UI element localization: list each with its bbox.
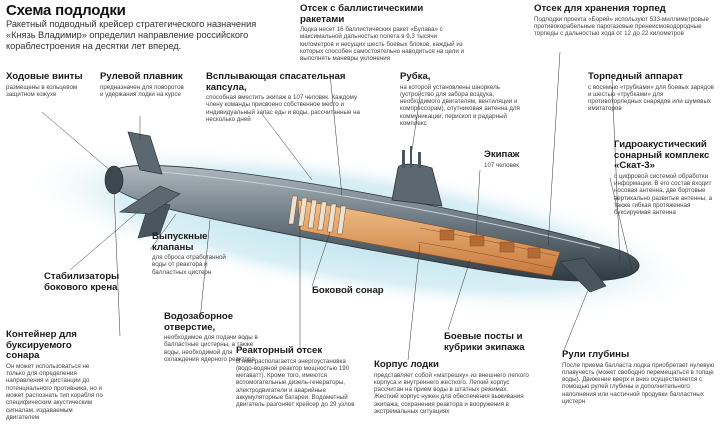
label-reactor: Реакторный отсек В нем располагается эне… bbox=[236, 345, 356, 409]
label-torpedo-storage-title: Отсек для хранения торпед bbox=[534, 3, 666, 14]
label-container: Контейнер для буксируемого сонара Он мож… bbox=[6, 329, 106, 421]
label-cabin-title: Рубка, bbox=[400, 71, 431, 82]
label-rudder: Рулевой плавник предназначен для поворот… bbox=[100, 71, 184, 98]
missile-tubes bbox=[288, 195, 347, 235]
rudder-fin bbox=[127, 131, 163, 175]
label-hull-title: Корпус лодки bbox=[374, 359, 439, 370]
label-reactor-desc: В нем располагается энергоустановка (вод… bbox=[236, 357, 355, 409]
label-capsule-title: Всплывающая спасательная капсула, bbox=[206, 71, 346, 93]
label-reactor-title: Реакторный отсек bbox=[236, 345, 323, 356]
label-container-title: Контейнер для буксируемого сонара bbox=[6, 329, 77, 362]
label-torpedo-storage: Отсек для хранения торпед Подлодки проек… bbox=[534, 3, 714, 38]
label-valves-title: Выпускные клапаны bbox=[152, 231, 208, 253]
label-hull: Корпус лодки представляет собой «матрешк… bbox=[374, 359, 532, 416]
propeller-shroud bbox=[104, 165, 124, 195]
label-container-desc: Он может использоваться не только для оп… bbox=[6, 362, 103, 421]
sail bbox=[391, 163, 443, 207]
label-missiles-title: Отсек с баллистическими ракетами bbox=[300, 3, 424, 25]
label-rudder-desc: предназначен для поворотов и удержания л… bbox=[100, 83, 184, 98]
label-side-sonar: Боковой сонар bbox=[312, 285, 402, 297]
label-valves-desc: для сброса отработанной воды от реактора… bbox=[152, 254, 226, 276]
label-torpedo-tube: Торпедный аппарат с восемью «трубками» д… bbox=[588, 71, 716, 113]
label-valves: Выпускные клапаны для сброса отработанно… bbox=[152, 231, 230, 276]
label-crew: Экипаж 107 человек bbox=[484, 149, 544, 169]
label-intake: Водозаборное отверстие, необходимое для … bbox=[164, 311, 264, 364]
label-intake-title: Водозаборное отверстие, bbox=[164, 311, 234, 333]
label-torpedo-tube-title: Торпедный аппарат bbox=[588, 71, 683, 82]
label-capsule-desc: способная вместить экипаж в 107 человек.… bbox=[206, 94, 360, 124]
page-title: Схема подлодки bbox=[6, 2, 126, 19]
leader-lines bbox=[41, 51, 633, 361]
label-torpedo-storage-desc: Подлодки проекта «Борей» используют 533-… bbox=[534, 15, 709, 38]
label-capsule: Всплывающая спасательная капсула, способ… bbox=[206, 71, 366, 124]
label-missiles-desc: Лодка несет 16 баллистических ракет «Бул… bbox=[300, 26, 465, 63]
hull-cutaway bbox=[297, 199, 561, 277]
label-cabin-desc: на которой установлены шноркель (устройс… bbox=[400, 83, 520, 128]
label-sonar: Гидроакустический сонарный комплекс «Ска… bbox=[614, 139, 718, 217]
intro-text: Ракетный подводный крейсер стратегическо… bbox=[6, 19, 257, 52]
label-planes: Рули глубины После приема балласта лодка… bbox=[562, 349, 716, 406]
label-intake-desc: необходимое для подачи воды в балластные… bbox=[164, 334, 258, 364]
label-side-sonar-title: Боковой сонар bbox=[312, 285, 384, 296]
label-missiles: Отсек с баллистическими ракетами Лодка н… bbox=[300, 3, 470, 63]
label-planes-desc: После приема балласта лодка приобретает … bbox=[562, 361, 715, 406]
label-posts-title: Боевые посты и кубрики экипажа bbox=[444, 331, 525, 353]
label-stabilizers-title: Стабилизаторы бокового крена bbox=[44, 271, 120, 293]
label-crew-desc: 107 человек bbox=[484, 161, 519, 169]
interior-decks bbox=[417, 227, 557, 269]
label-posts: Боевые посты и кубрики экипажа bbox=[444, 331, 534, 353]
label-stabilizers: Стабилизаторы бокового крена bbox=[44, 271, 124, 293]
label-propellers-desc: размещены в кольцевом защитном кожухе bbox=[6, 83, 78, 98]
label-propellers-title: Ходовые винты bbox=[6, 71, 83, 82]
label-cabin: Рубка, на которой установлены шноркель (… bbox=[400, 71, 524, 128]
label-sonar-desc: с цифровой системой обработки информации… bbox=[614, 172, 713, 217]
label-propellers: Ходовые винты размещены в кольцевом защи… bbox=[6, 71, 88, 98]
label-sonar-title: Гидроакустический сонарный комплекс «Ска… bbox=[614, 139, 710, 172]
label-torpedo-tube-desc: с восемью «трубками» для боевых зарядов … bbox=[588, 83, 714, 113]
label-hull-desc: представляет собой «матрешку» из внешнег… bbox=[374, 371, 529, 416]
label-rudder-title: Рулевой плавник bbox=[100, 71, 183, 82]
label-planes-title: Рули глубины bbox=[562, 349, 630, 360]
label-crew-title: Экипаж bbox=[484, 149, 520, 160]
